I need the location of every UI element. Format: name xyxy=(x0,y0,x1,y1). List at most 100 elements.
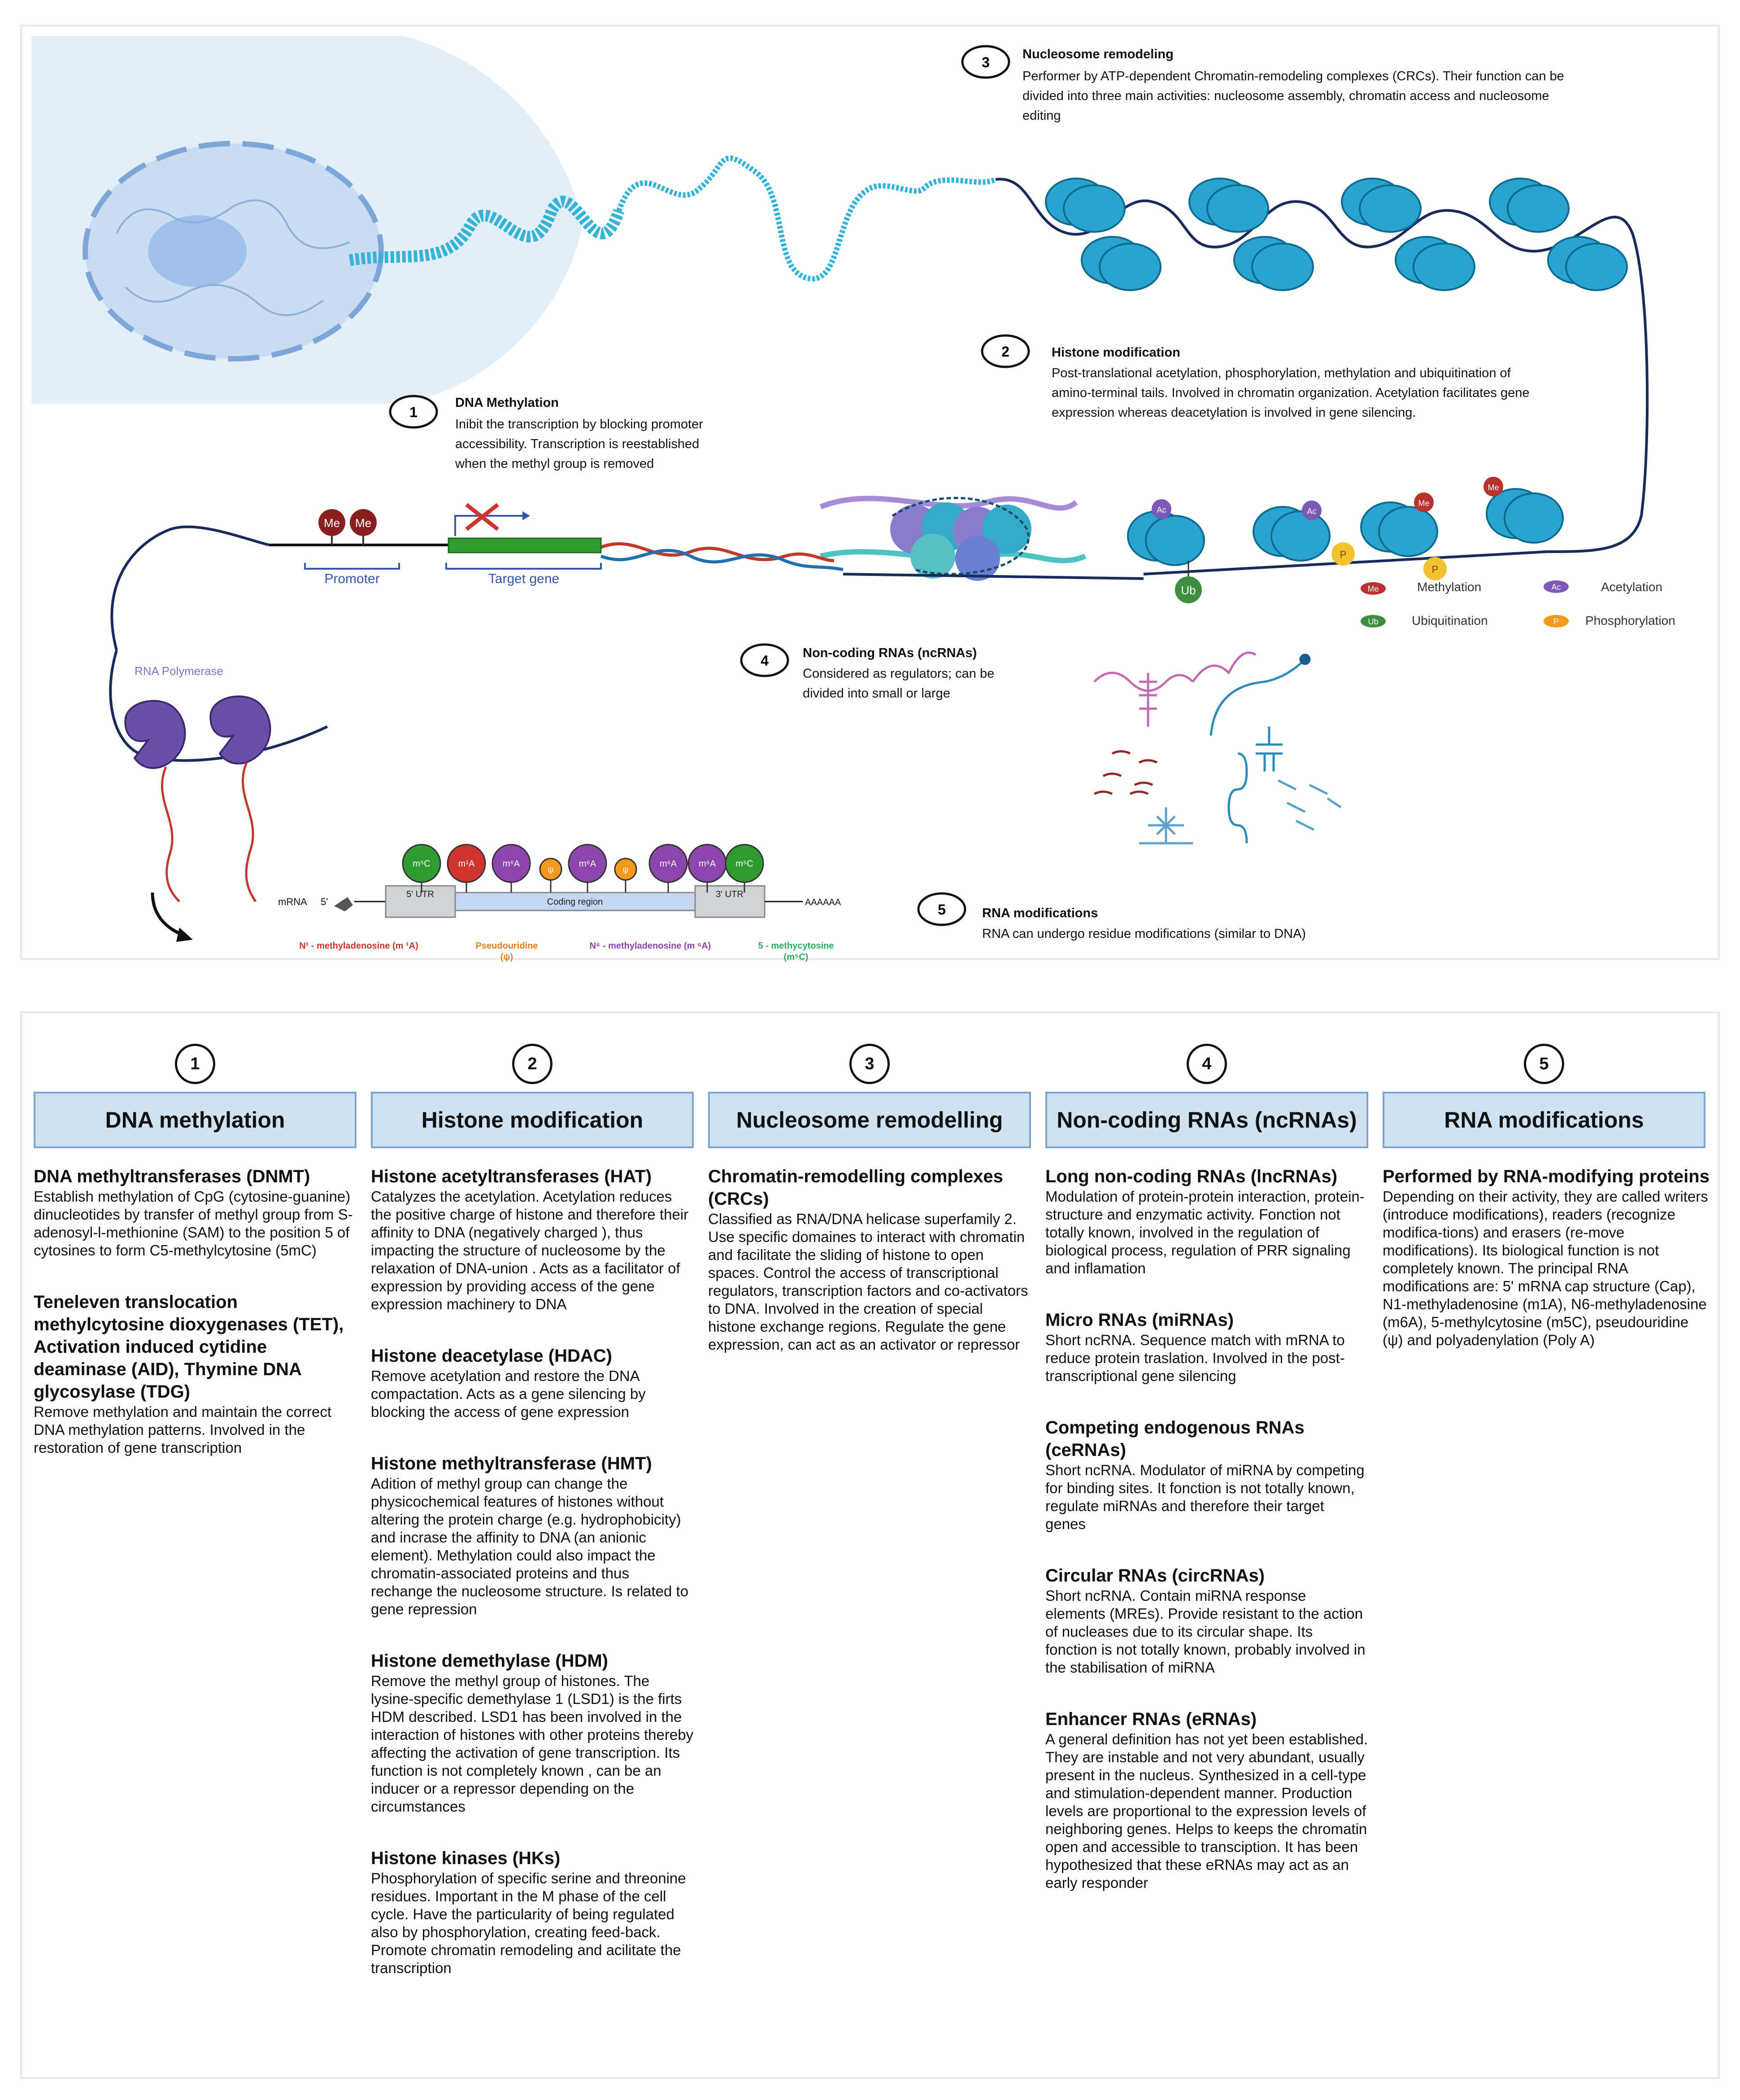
mrna-mark xyxy=(568,844,607,883)
mrna-mark-label: m⁵C xyxy=(735,859,753,869)
curved-arrow xyxy=(151,892,185,937)
entry-title: Histone kinases (HKs) xyxy=(371,1848,561,1868)
p-mark-label: P xyxy=(1432,564,1439,575)
column-number-2: 2 xyxy=(512,1044,552,1084)
column-body: Long non-coding RNAs (lncRNAs)Modulation… xyxy=(1045,1165,1368,1923)
entry-title: Performed by RNA-modifying proteins xyxy=(1383,1167,1710,1186)
callout-title-ncrnas: Non-coding RNAs (ncRNAs) xyxy=(803,646,977,660)
p-mark-label: P xyxy=(1340,549,1347,560)
callout-body-histone-modification: Post-translational acetylation, phosphor… xyxy=(1052,366,1530,420)
svg-text:Me: Me xyxy=(1367,584,1379,593)
transcription-arrow xyxy=(454,515,522,536)
svg-text:2: 2 xyxy=(1001,344,1009,360)
column-entry: Histone acetyltransferases (HAT) Catalyze… xyxy=(371,1165,694,1313)
legend-m1a: N¹ - methyladenosine (m ¹A) xyxy=(299,941,418,951)
legend-ubiquitination: Ubiquitination xyxy=(1412,614,1488,627)
entry-title: Enhancer RNAs (eRNAs) xyxy=(1045,1709,1257,1729)
mrna-mark xyxy=(725,844,764,883)
entry-body: Short ncRNA. Contain miRNA response elem… xyxy=(1045,1587,1366,1676)
column-entry: DNA methyltransferases (DNMT)Establish m… xyxy=(34,1165,357,1259)
epigenetics-diagram: Ac Ac Ub P P Me Me Me xyxy=(31,36,1675,962)
remodeling-complex xyxy=(819,496,1087,581)
ac-mark-label: Ac xyxy=(1157,505,1166,514)
legend-psi-symbol: (ψ) xyxy=(500,952,513,962)
legend-phosphorylation: Phosphorylation xyxy=(1585,614,1675,627)
legend-m5c-symbol: (m⁵C) xyxy=(784,952,809,962)
svg-text:5: 5 xyxy=(938,902,946,918)
column-header: Non-coding RNAs (ncRNAs) xyxy=(1045,1092,1368,1148)
entry-body: Short ncRNA. Sequence match with mRNA to… xyxy=(1045,1332,1345,1384)
methyl-group-label: Me xyxy=(355,516,371,530)
svg-text:5' UTR: 5' UTR xyxy=(406,889,434,899)
target-gene-bar xyxy=(448,537,602,553)
entry-body: Adition of methyl group can change the p… xyxy=(371,1475,689,1617)
entry-title: Competing endogenous RNAs (ceRNAs) xyxy=(1045,1418,1305,1460)
legend-psi: Pseudouridine xyxy=(476,941,538,951)
utr5-box xyxy=(385,885,456,918)
svg-text:P: P xyxy=(1553,617,1559,626)
mrna-label: mRNA xyxy=(278,896,307,907)
callout-body-nucleosome-remodeling: Performer by ATP-dependent Chromatin-rem… xyxy=(1022,69,1564,123)
entry-title: Histone demethylase (HDM) xyxy=(371,1651,608,1671)
p-mark xyxy=(1423,557,1447,580)
rna-polymerase-label: RNA Polymerase xyxy=(135,664,223,678)
ac-mark xyxy=(1302,501,1322,520)
ac-mark-label: Ac xyxy=(1307,507,1316,516)
column-body: Chromatin-remodelling complexes (CRCs)Cl… xyxy=(708,1165,1031,1385)
column-entry: Chromatin-remodelling complexes (CRCs)Cl… xyxy=(708,1165,1031,1354)
mrna-diagram: mRNA 5' 5' UTR Coding region 3' UTR AAAA… xyxy=(278,844,841,962)
target-gene-label: Target gene xyxy=(488,571,559,586)
svg-text:Ac: Ac xyxy=(1551,583,1561,592)
column-header: Nucleosome remodelling xyxy=(708,1092,1031,1148)
methyl-group xyxy=(318,509,345,536)
chromatin-fiber xyxy=(348,155,1649,575)
legend-m5c: 5 - methycytosine xyxy=(758,941,834,951)
blocked-cross-icon xyxy=(465,503,499,531)
callout-title-rna-modifications: RNA modifications xyxy=(982,906,1098,920)
column-header: Histone modification xyxy=(371,1092,694,1148)
callout-number-2: 2 xyxy=(981,334,1030,368)
dna-double-helix xyxy=(600,542,1144,580)
me-mark xyxy=(1414,492,1434,512)
entry-title: Circular RNAs (circRNAs) xyxy=(1045,1566,1265,1586)
promoter-label: Promoter xyxy=(324,571,379,586)
entry-title: Teneleven translocation methylcytosine d… xyxy=(34,1292,344,1402)
callout-number-1: 1 xyxy=(389,395,438,429)
legend-methylation: Methylation xyxy=(1417,580,1481,594)
mrna-mark-label: m⁶A xyxy=(503,859,520,869)
column-entry: Teneleven translocation methylcytosine d… xyxy=(34,1291,357,1457)
callout-body-rna-modifications: RNA can undergo residue modifications (s… xyxy=(982,927,1306,941)
column-entry: Histone demethylase (HDM)Remove the meth… xyxy=(371,1650,694,1816)
entry-body: Short ncRNA. Modulator of miRNA by compe… xyxy=(1045,1462,1365,1532)
entry-title: Histone acetyltransferases (HAT) xyxy=(371,1167,652,1186)
column-header: DNA methylation xyxy=(34,1092,357,1148)
svg-text:Coding region: Coding region xyxy=(547,897,603,907)
column-number-4: 4 xyxy=(1187,1044,1227,1084)
column-body: Histone acetyltransferases (HAT) Catalyze… xyxy=(371,1165,694,2009)
mrna-mark xyxy=(539,858,562,881)
nucleolus xyxy=(148,215,247,287)
rna-polymerase-illustration: RNA Polymerase xyxy=(109,650,328,942)
column-number-1: 1 xyxy=(175,1044,215,1084)
methyl-group xyxy=(350,509,377,536)
mrna-mark-label: ψ xyxy=(623,865,629,874)
entry-body: Remove acetylation and restore the DNA c… xyxy=(371,1368,646,1420)
entry-body: Classified as RNA/DNA helicase superfami… xyxy=(708,1211,1028,1353)
column-number-5: 5 xyxy=(1524,1044,1564,1084)
column-header: RNA modifications xyxy=(1383,1092,1705,1148)
nucleosome-array-modified xyxy=(1127,488,1564,566)
svg-text:Ub: Ub xyxy=(1368,617,1378,626)
svg-text:4: 4 xyxy=(761,653,769,669)
column-entry: Long non-coding RNAs (lncRNAs)Modulation… xyxy=(1045,1165,1368,1277)
entry-title: Histone deacetylase (HDAC) xyxy=(371,1346,612,1366)
ncrna-illustration xyxy=(1093,651,1342,845)
callout-body-dna-methylation: Inibit the transcription by blocking pro… xyxy=(455,417,703,471)
callout-number-5: 5 xyxy=(917,892,966,926)
entry-body: Catalyzes the acetylation. Acetylation r… xyxy=(371,1188,689,1312)
callout-title-nucleosome-remodeling: Nucleosome remodeling xyxy=(1022,47,1174,61)
cap-icon xyxy=(334,897,353,911)
gene-locus: Me Me Promoter Target gene xyxy=(110,503,602,651)
legend-acetylation: Acetylation xyxy=(1601,580,1662,594)
